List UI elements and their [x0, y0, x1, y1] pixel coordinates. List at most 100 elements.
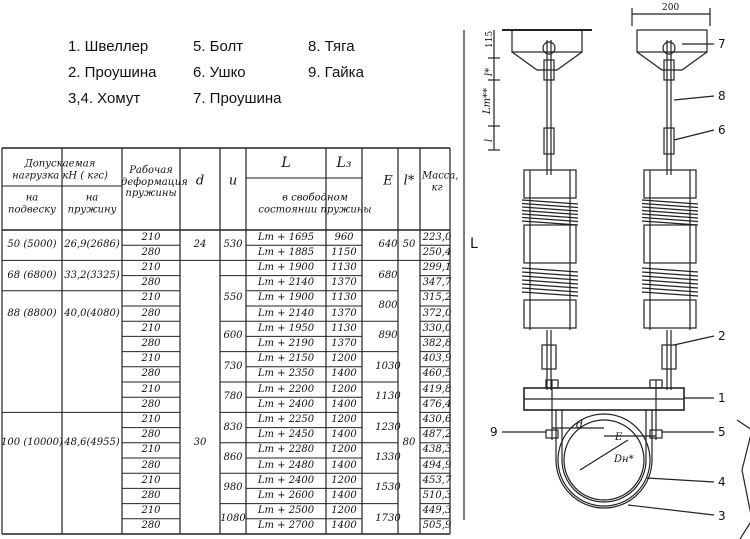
dim-115: 115 [485, 31, 495, 48]
header-L3: L₃ [336, 154, 352, 171]
cell-u: 1080 [220, 512, 246, 524]
cell-mass: 299,1 [422, 262, 452, 273]
cell-mass: 382,8 [422, 338, 452, 349]
dim-L: L [470, 236, 478, 252]
header-E: E [383, 173, 393, 189]
callout-4: 4 [718, 475, 726, 489]
dim-l: l [484, 139, 495, 142]
cell-mass: 315,2 [422, 292, 452, 304]
cell-L: Lт + 2140 [257, 277, 315, 289]
cell-L3: 1400 [331, 520, 357, 532]
cell-def: 280 [141, 520, 161, 532]
header-free-state: в свободном состоянии пружины [258, 192, 372, 216]
cell-def: 280 [141, 490, 161, 501]
cell-u: 530 [223, 239, 243, 251]
legend-item-1: 1. Швеллер [68, 38, 149, 55]
cell-hanger: 100 (10000) [1, 436, 63, 448]
dim-200: 200 [662, 3, 679, 13]
header-per-spring: на пружину [67, 192, 117, 216]
header-l-star: l* [403, 173, 415, 189]
legend-item-9: 9. Гайка [308, 64, 364, 81]
cell-u: 860 [223, 452, 243, 463]
cell-mass: 250,4 [422, 246, 452, 258]
cell-L: Lт + 1885 [257, 246, 315, 258]
cell-l: 50 [402, 239, 416, 251]
cell-u: 830 [223, 421, 243, 433]
cell-def: 280 [141, 246, 161, 258]
cell-L3: 1400 [331, 368, 357, 380]
cell-mass: 223,0 [422, 231, 452, 243]
callout-7: 7 [718, 37, 726, 51]
cell-mass: 453,7 [422, 474, 452, 486]
cell-mass: 510,3 [422, 490, 452, 501]
cell-spring: 33,2(3325) [64, 269, 120, 281]
cell-def: 280 [141, 398, 161, 410]
cell-d: 24 [193, 239, 207, 251]
cell-L3: 1130 [331, 262, 357, 273]
callout-8: 8 [718, 89, 726, 103]
cell-L3: 1200 [331, 414, 357, 425]
cell-def: 210 [141, 322, 161, 334]
callout-3: 3 [718, 509, 726, 523]
cell-def: 210 [141, 262, 161, 273]
cell-L: Lт + 2190 [257, 338, 315, 349]
legend-item-8: 8. Тяга [308, 38, 355, 55]
cell-L: Lт + 2400 [257, 474, 315, 486]
cell-def: 210 [141, 505, 161, 517]
cell-L3: 1200 [331, 383, 357, 395]
cell-L3: 1130 [331, 322, 357, 334]
cell-spring: 26,9(2686) [64, 239, 120, 251]
header-u: и [228, 173, 238, 189]
cell-E: 890 [378, 330, 398, 342]
dim-E: E [614, 432, 623, 443]
cell-spring: 40,0(4080) [64, 307, 120, 319]
legend-item-3-4: 3,4. Хомут [68, 90, 141, 107]
header-load: Допускаемая нагрузка кН ( кгс) [12, 158, 108, 182]
legend-item-2: 2. Проушина [68, 64, 157, 81]
dim-lt: Lт** [482, 88, 493, 115]
cell-E: 1230 [375, 421, 401, 433]
cell-def: 280 [141, 459, 161, 471]
header-mass: Масса, кг [422, 170, 459, 194]
cell-L: Lт + 2200 [257, 383, 315, 395]
legend-item-5: 5. Болт [193, 38, 244, 55]
cell-mass: 372,0 [422, 307, 452, 319]
cell-mass: 476,4 [422, 398, 452, 410]
dim-l-star: l* [484, 68, 495, 76]
legend-item-7: 7. Проушина [193, 90, 282, 107]
cell-hanger: 88 (8800) [7, 307, 57, 319]
hanger-drawing: 200 115 l* Lт** l L E d Dн* 7 8 6 2 1 5 … [463, 3, 750, 539]
cell-def: 280 [141, 429, 161, 441]
cell-def: 210 [141, 444, 161, 456]
cell-L3: 1130 [331, 292, 357, 304]
cell-mass: 330,0 [422, 322, 452, 334]
header-L: L [281, 154, 291, 171]
cell-L: Lт + 2250 [257, 414, 315, 425]
cell-mass: 430,6 [422, 414, 452, 425]
cell-E: 680 [378, 269, 398, 281]
cell-L: Lт + 2450 [257, 429, 315, 441]
dim-dn: Dн* [613, 454, 634, 465]
cell-l: 80 [402, 436, 416, 448]
header-deformation: Рабочая деформация пружины [121, 164, 188, 199]
cell-E: 1130 [375, 391, 401, 403]
cell-E: 1330 [375, 452, 401, 463]
cell-L: Lт + 2480 [257, 459, 315, 471]
cell-mass: 419,8 [422, 383, 452, 395]
cell-L: Lт + 1695 [257, 231, 315, 243]
cell-L: Lт + 2400 [257, 398, 315, 410]
cell-def: 280 [141, 368, 161, 380]
cell-L3: 1400 [331, 429, 357, 441]
cell-u: 550 [223, 292, 243, 304]
cell-spring: 48,6(4955) [64, 436, 120, 448]
cell-E: 1730 [375, 512, 401, 524]
cell-mass: 449,3 [422, 505, 452, 517]
cell-L: Lт + 1900 [257, 262, 315, 273]
cell-L3: 1150 [331, 246, 357, 258]
cell-mass: 494,9 [422, 459, 452, 471]
dim-d: d [576, 418, 583, 431]
cell-L: Lт + 1900 [257, 292, 315, 304]
cell-L3: 1400 [331, 459, 357, 471]
cell-L: Lт + 2280 [257, 444, 315, 456]
cell-L: Lт + 2700 [257, 520, 315, 532]
